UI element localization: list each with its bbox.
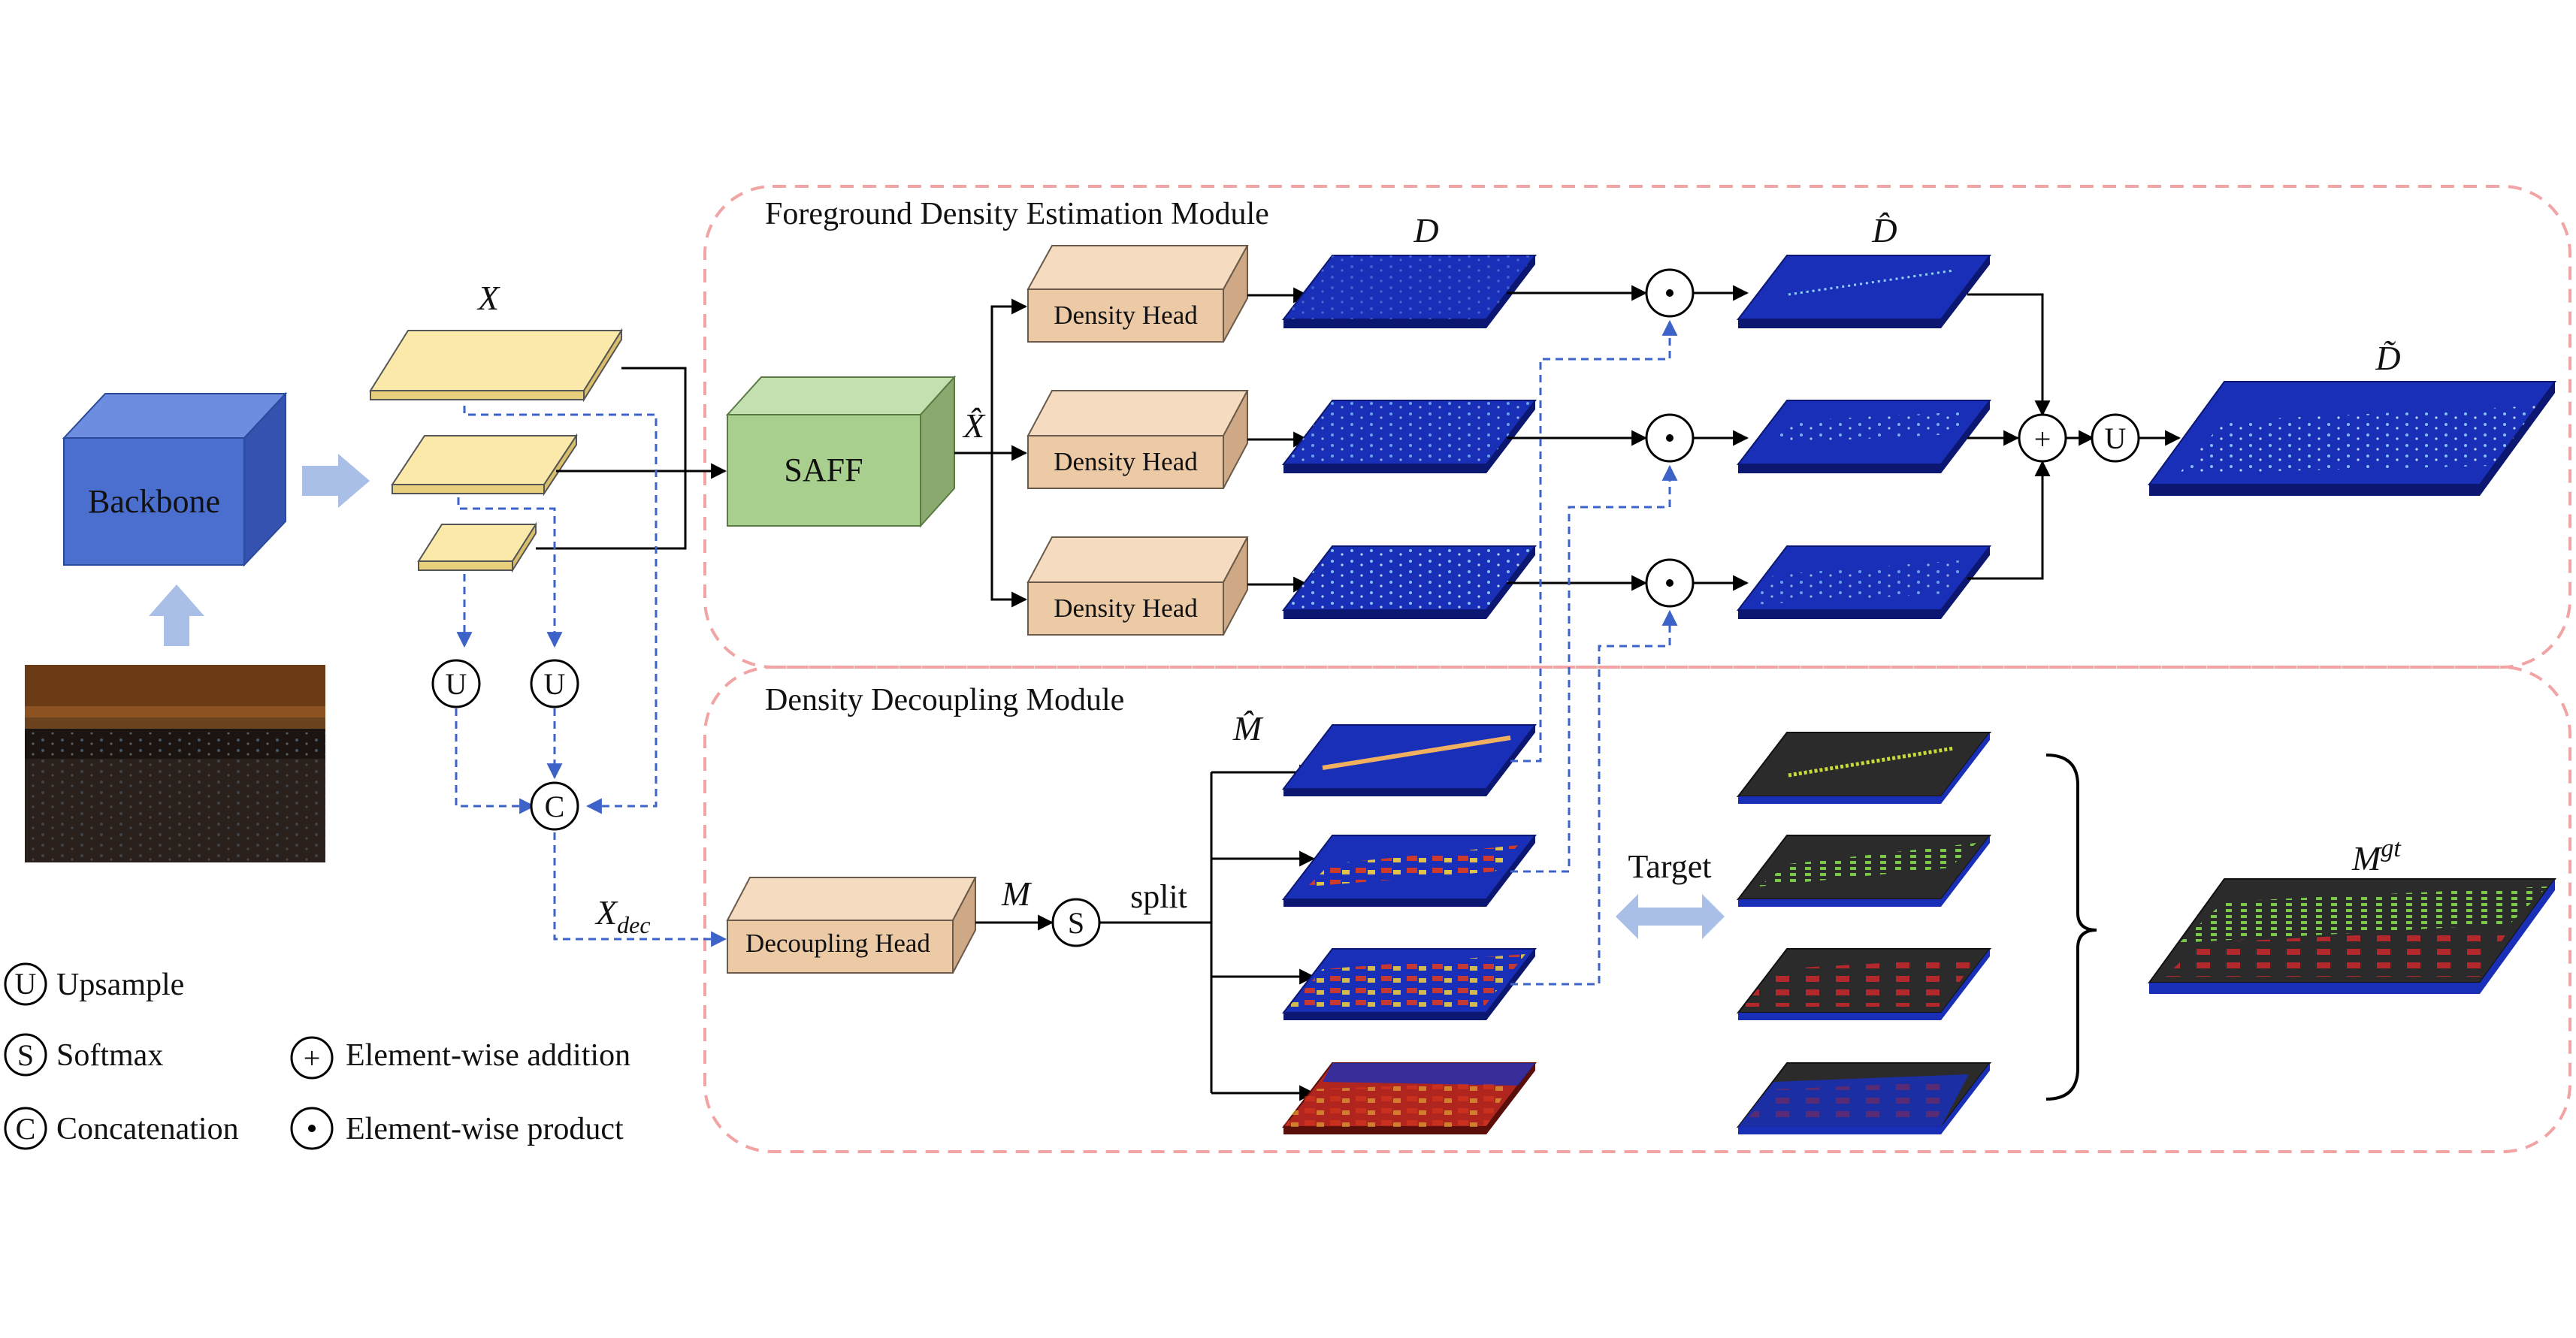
legend-addition: Element-wise addition: [346, 1038, 630, 1073]
svg-text:S: S: [17, 1038, 34, 1072]
softmax-op: S: [1051, 898, 1101, 947]
feature-map-small: [417, 521, 537, 573]
edge-small-to-saff: [536, 471, 687, 550]
arrow-backbone-to-features: [302, 454, 370, 508]
symbol-d-hat: D̂: [1871, 211, 1897, 249]
legend-softmax-icon: [4, 1033, 47, 1077]
decoupling-module-box: [703, 666, 2571, 1153]
edge-large-to-saff: [621, 367, 687, 471]
mask-map-1: [1281, 724, 1537, 796]
svg-text:S: S: [1068, 906, 1084, 940]
upsample-op-3: U: [2091, 413, 2140, 463]
density-head-2: Density Head: [1026, 390, 1249, 489]
dashed-mask3-to-prod3: [1510, 609, 1678, 986]
legend-add-icon: [290, 1036, 334, 1080]
density-map-dtilde: [2148, 381, 2556, 496]
mask-map-2: [1281, 835, 1537, 907]
edge-to-head-3: [990, 453, 1028, 608]
symbol-x-hat: X̂: [962, 406, 986, 445]
decoupling-module-title: Density Decoupling Module: [765, 683, 1124, 717]
legend: U Upsample S Softmax C Concatenation + E…: [4, 962, 630, 1150]
svg-text:C: C: [16, 1112, 36, 1146]
product-op-2: [1645, 413, 1695, 463]
legend-upsample: Upsample: [56, 968, 184, 1002]
edge-dhat1-to-add: [1967, 293, 2051, 417]
density-map-dhat-2: [1736, 400, 1992, 473]
symbol-d: D: [1413, 211, 1438, 249]
edge-to-head-1: [990, 298, 1028, 453]
product-op-3: [1645, 558, 1695, 608]
feature-map-medium: [391, 433, 578, 497]
legend-concat-icon: [4, 1107, 47, 1150]
svg-text:C: C: [545, 790, 565, 823]
decoupling-head-label: Decoupling Head: [745, 929, 930, 958]
symbol-m-hat: M̂: [1232, 709, 1264, 748]
saff-block: SAFF: [725, 375, 957, 528]
density-map-d-2: [1281, 400, 1537, 473]
symbol-d-tilde: D̃: [2375, 339, 2400, 377]
gt-mask-1: [1736, 732, 1992, 804]
feature-map-large: [369, 328, 623, 403]
density-head-3-label: Density Head: [1054, 593, 1198, 623]
density-map-d-3: [1281, 545, 1537, 619]
upsample-op-2: U: [530, 659, 579, 708]
add-op: +: [2018, 413, 2067, 463]
legend-upsample-icon: [4, 962, 47, 1006]
density-map-dhat-3: [1736, 545, 1992, 619]
upsample-op-1: U: [431, 659, 481, 708]
svg-text:+: +: [2034, 422, 2051, 456]
density-map-d-1: [1281, 255, 1537, 328]
svg-text:+: +: [304, 1041, 321, 1075]
arrow-image-to-backbone: [149, 584, 204, 646]
brace: [2045, 754, 2097, 1101]
decoupling-head: Decoupling Head: [726, 877, 977, 974]
symbol-m: M: [1001, 874, 1033, 913]
svg-text:U: U: [15, 967, 37, 1001]
gt-mask-2: [1736, 835, 1992, 907]
split-label: split: [1130, 878, 1187, 915]
density-map-dhat-1: [1736, 255, 1992, 328]
input-image: [25, 665, 325, 862]
density-head-1-label: Density Head: [1054, 301, 1198, 330]
target-double-arrow: [1616, 894, 1725, 939]
edge-dhat3-to-add: [1967, 460, 2051, 580]
concat-op: C: [530, 781, 579, 831]
svg-text:U: U: [446, 667, 467, 701]
legend-softmax: Softmax: [56, 1038, 163, 1073]
mask-map-4: [1281, 1062, 1537, 1134]
gt-mask-3: [1736, 948, 1992, 1020]
dashed-upsample1-to-concat: [455, 708, 536, 814]
dashed-mask2-to-prod2: [1510, 464, 1678, 873]
dashed-medium-to-upsample: [457, 497, 563, 648]
density-head-3: Density Head: [1026, 536, 1249, 636]
dashed-mask1-to-prod1: [1510, 319, 1678, 763]
foreground-module-box: [703, 185, 2571, 669]
dashed-large-to-concat: [463, 406, 658, 814]
symbol-x-dec: Xdec: [594, 893, 651, 938]
gt-mask-4: [1736, 1062, 1992, 1134]
saff-label: SAFF: [784, 452, 863, 488]
density-head-2-label: Density Head: [1054, 447, 1198, 476]
backbone-label: Backbone: [88, 483, 220, 520]
target-label: Target: [1628, 848, 1712, 885]
gt-mask-combined: [2148, 878, 2556, 994]
dashed-concat-to-decoupling: [553, 832, 727, 947]
density-head-1: Density Head: [1026, 245, 1249, 343]
symbol-x: X: [476, 279, 500, 317]
symbol-m-gt: Mgt: [2351, 835, 2402, 877]
svg-text:U: U: [544, 667, 566, 701]
legend-product: Element-wise product: [346, 1112, 624, 1146]
foreground-module-title: Foreground Density Estimation Module: [765, 197, 1269, 231]
svg-text:U: U: [2105, 421, 2127, 455]
mask-map-3: [1281, 948, 1537, 1020]
product-op-1: [1645, 268, 1695, 318]
legend-concatenation: Concatenation: [56, 1112, 239, 1146]
backbone-block: Backbone: [62, 391, 288, 567]
